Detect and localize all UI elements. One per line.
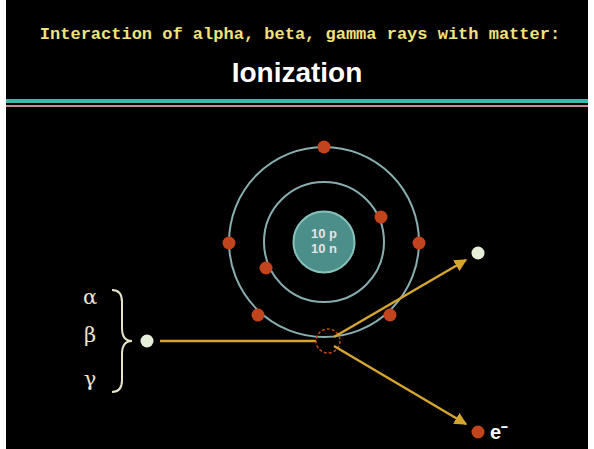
electron-track — [334, 346, 466, 424]
brace — [112, 290, 132, 392]
nucleus-label: 10 p 10 n — [307, 227, 341, 257]
particle-label: e⁻ — [490, 421, 508, 443]
incoming-track — [160, 340, 316, 343]
nucleus: 10 p 10 n — [292, 210, 356, 274]
subtitle: Interaction of alpha, beta, gamma rays w… — [40, 26, 560, 45]
greek-letter: α — [83, 286, 97, 309]
nucleus-circle — [294, 212, 355, 273]
divider-line — [6, 105, 588, 107]
scattered-track — [334, 260, 466, 337]
divider-line — [6, 99, 588, 103]
electrons — [223, 141, 426, 322]
greek-letter: γ — [84, 368, 97, 391]
incoming-particle — [141, 335, 154, 348]
ejected-electron — [472, 426, 485, 439]
scattered-particle — [472, 247, 485, 260]
vacated-electron — [316, 329, 340, 353]
greek-letter: β — [84, 324, 96, 347]
title: Ionization — [0, 58, 594, 89]
inner-orbit — [264, 182, 384, 302]
outer-orbit — [229, 147, 419, 337]
